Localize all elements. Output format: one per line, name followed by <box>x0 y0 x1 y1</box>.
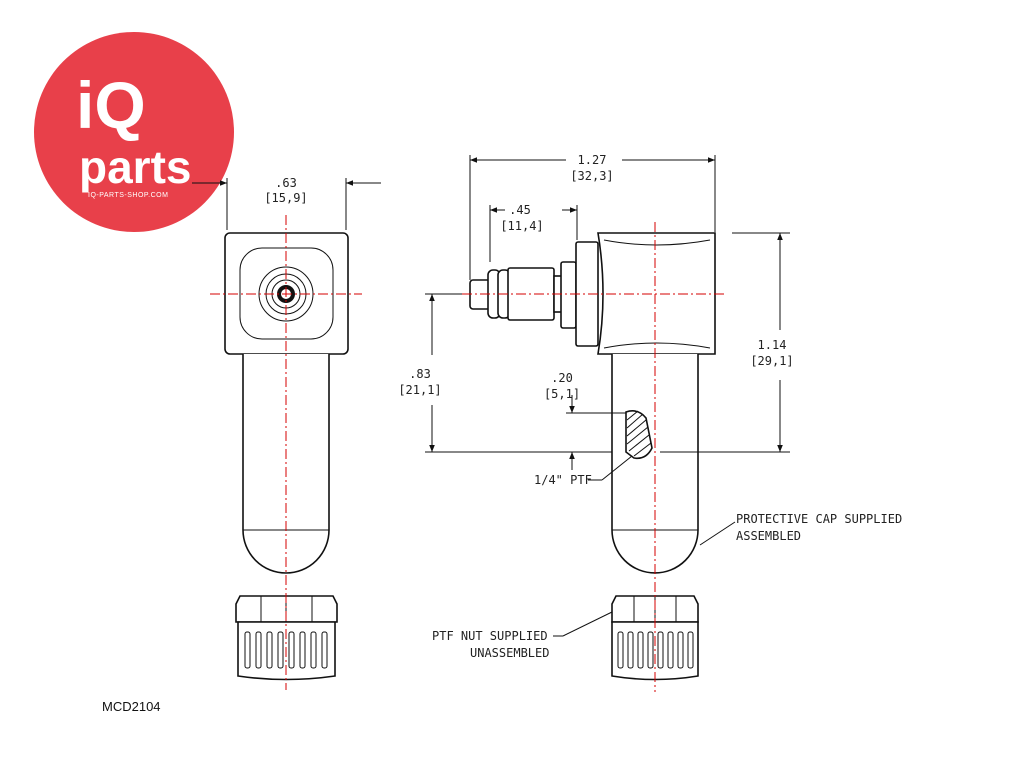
nut-note-line2: UNASSEMBLED <box>470 646 549 660</box>
height-mm: [29,1] <box>750 354 793 368</box>
port-height-inch: .83 <box>409 367 431 381</box>
logo-site: IQ-PARTS-SHOP.COM <box>88 192 168 199</box>
overall-length-inch: 1.27 <box>578 153 607 167</box>
cap-note-line1: PROTECTIVE CAP SUPPLIED <box>736 512 902 526</box>
plug-length-inch: .45 <box>509 203 531 217</box>
cap-note-line2: ASSEMBLED <box>736 529 801 543</box>
logo-parts: parts <box>79 141 191 193</box>
iq-parts-logo: iQ parts IQ-PARTS-SHOP.COM <box>34 32 234 232</box>
port-height-mm: [21,1] <box>398 383 441 397</box>
logo-iq: iQ <box>76 68 146 142</box>
plug-length-mm: [11,4] <box>500 219 543 233</box>
thread-offset-mm: [5,1] <box>544 387 580 401</box>
height-inch: 1.14 <box>758 338 787 352</box>
front-view: .63 [15,9] <box>192 176 381 690</box>
thread-offset-inch: .20 <box>551 371 573 385</box>
logo-circle <box>34 32 234 232</box>
side-view: 1.27 [32,3] .45 [11,4] <box>398 150 902 692</box>
nut-note-line1: PTF NUT SUPPLIED <box>432 629 548 643</box>
front-width-mm: [15,9] <box>264 191 307 205</box>
front-width-inch: .63 <box>275 176 297 190</box>
thread-note: 1/4" PTF <box>534 473 592 487</box>
overall-length-mm: [32,3] <box>570 169 613 183</box>
part-code: MCD2104 <box>102 699 161 714</box>
